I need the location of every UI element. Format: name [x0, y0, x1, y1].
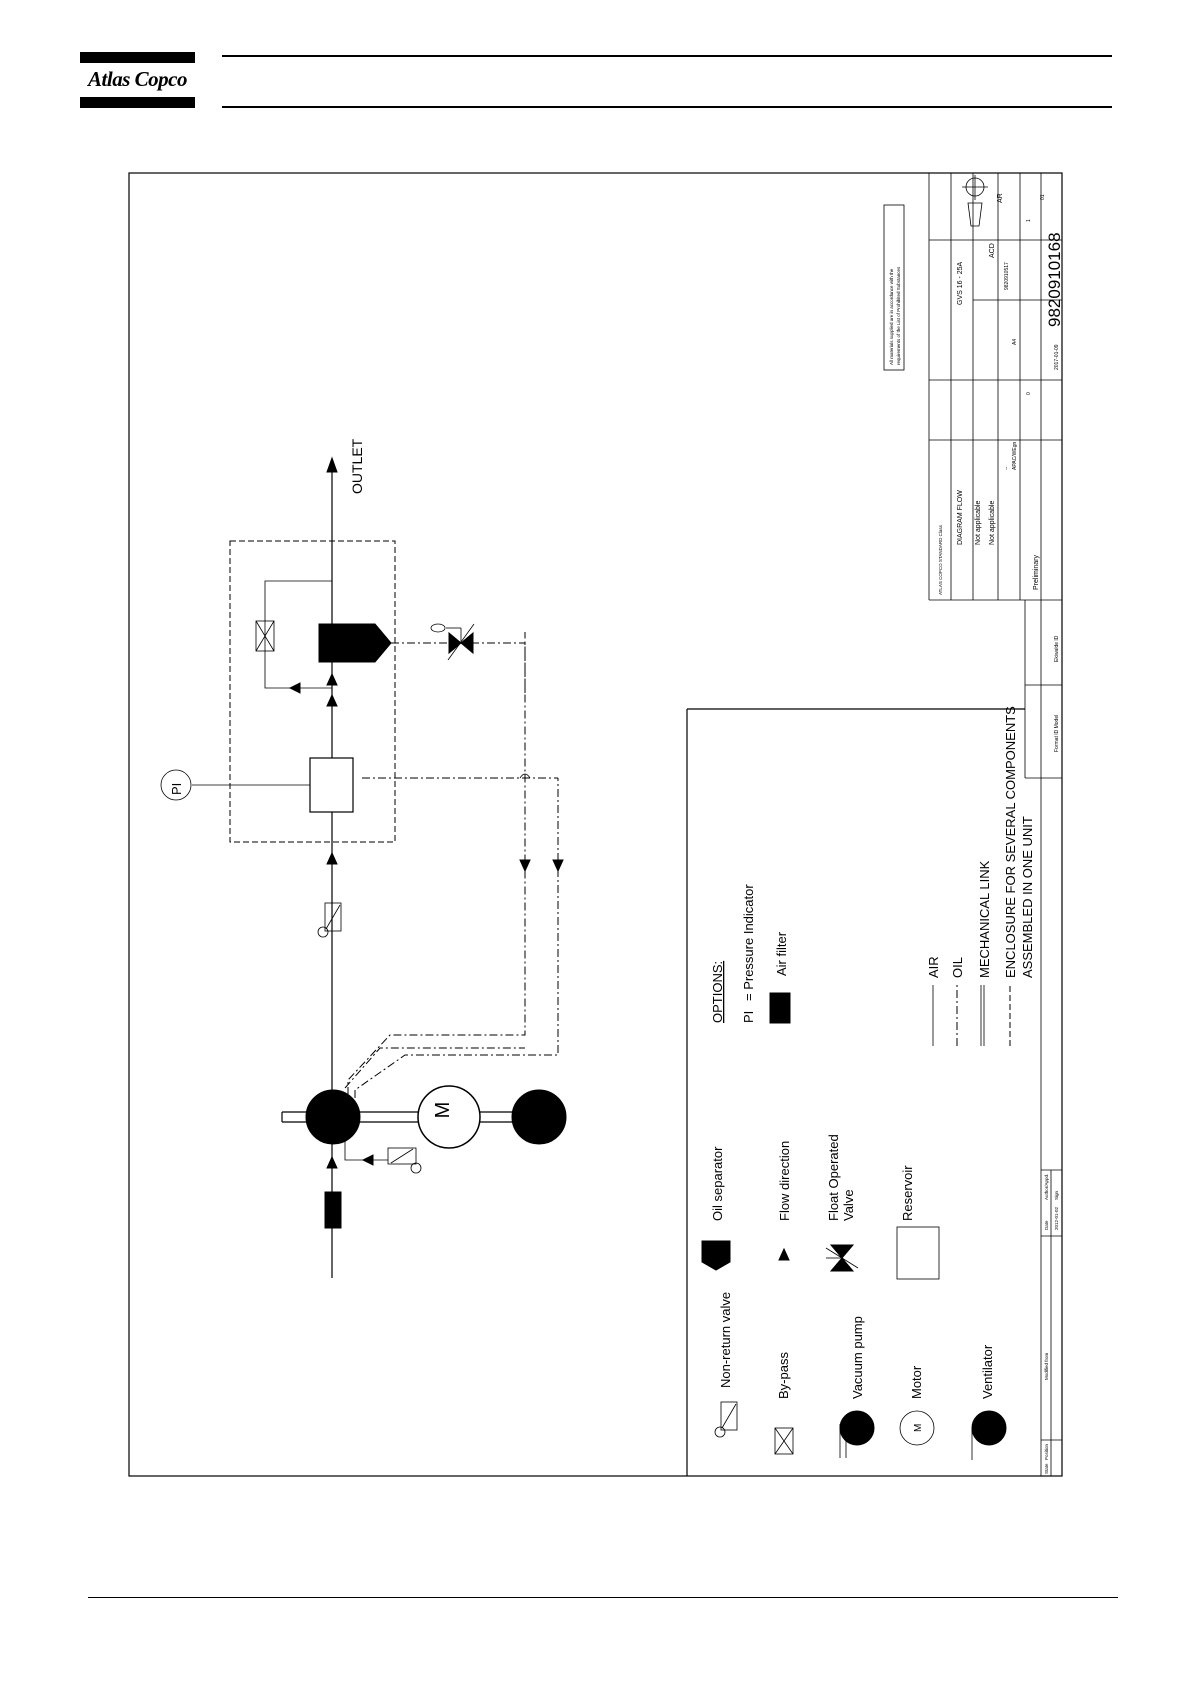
tb-status: Preliminary [1033, 554, 1040, 590]
tb-revision: 0 [1026, 392, 1032, 395]
flow-arrow-inlet [326, 1155, 338, 1169]
legend-motor: Motor [909, 1365, 924, 1399]
legend-air: AIR [926, 956, 941, 978]
tb-state-label: State [1044, 1463, 1049, 1474]
compliance-note-line2: requirements of the List of Prohibited S… [896, 266, 901, 365]
tb-owner: ATLAS COPCO STANDARD Class [938, 524, 943, 595]
header-rule-top [222, 55, 1112, 57]
non-return-valve-inlet [387, 1147, 417, 1165]
tb-position-label: Position [1044, 1443, 1049, 1460]
tb-company: ACD [989, 243, 996, 258]
logo-text: Atlas Copco [88, 67, 187, 91]
tb-sheet: 1 [1026, 219, 1032, 222]
oil-separator-symbol [318, 623, 392, 663]
tb-date: 2017-01-09 [1054, 344, 1060, 370]
tb-drawing-class: AR [997, 193, 1004, 203]
options-title: OPTIONS: [710, 961, 725, 1023]
legend-float-valve-line1: Float Operated [826, 1134, 841, 1221]
legend-reservoir: Reservoir [900, 1165, 915, 1221]
legend-non-return-valve: Non-return valve [718, 1292, 733, 1388]
non-return-valve-main [324, 902, 342, 932]
motor-symbol [417, 1085, 481, 1149]
footer-rule [88, 1597, 1118, 1598]
enclosure-box [229, 540, 396, 843]
compliance-note-line1: All materials supplied are in accordance… [889, 268, 894, 365]
tb-format: A4 [1012, 339, 1018, 345]
tb-sheets: 01 [1040, 194, 1046, 200]
tb-modified-from: Modified from [1044, 1352, 1049, 1380]
tb-drawn-by: APAC/WEgn [1012, 442, 1018, 470]
tb-first-used: Ekiwalde ID [1054, 635, 1060, 662]
legend-vacuum-pump: Vacuum pump [850, 1316, 865, 1399]
tb-material: Not applicable [975, 501, 982, 545]
header-rule-bottom [222, 106, 1112, 108]
atlas-copco-logo: Atlas Copco [80, 52, 195, 108]
options-pi-abbr: PI [741, 1011, 756, 1023]
tb-model: GVS 16 - 25A [957, 261, 964, 305]
tb-scale: -- [1004, 466, 1010, 470]
legend-flow-direction: Flow direction [777, 1141, 792, 1221]
tb-format-label: Format ID Model [1054, 715, 1060, 752]
tb-document-number: 9820910168 [1045, 232, 1064, 327]
options-air-filter: Air filter [774, 931, 789, 976]
tb-drawing-id: 9820910517 [1004, 262, 1010, 290]
legend-oil: OIL [950, 957, 965, 978]
options-pressure-indicator: = Pressure Indicator [741, 884, 756, 1001]
tb-date-label: Date [1044, 1220, 1049, 1230]
tb-name: DIAGRAM FLOW [957, 490, 964, 545]
motor-label: M [432, 1102, 454, 1119]
legend-enclosure-line2: ASSEMBLED IN ONE UNIT [1020, 816, 1035, 978]
tb-change-date: 2012-01-02 [1054, 1206, 1059, 1230]
pressure-indicator-symbol [160, 769, 192, 801]
bypass-symbol [255, 620, 275, 652]
reservoir-symbol [309, 757, 354, 813]
tb-sign-mark: Sign [1054, 1190, 1059, 1200]
legend-enclosure-line1: ENCLOSURE FOR SEVERAL COMPONENTS [1003, 706, 1018, 978]
flow-arrow-outlet [326, 456, 338, 473]
title-block [928, 173, 1062, 1476]
ventilator-symbol [511, 1089, 567, 1145]
outlet-label: OUTLET [349, 438, 365, 494]
air-filter-symbol [324, 1191, 342, 1229]
pi-label: PI [169, 783, 184, 795]
legend-by-pass: By-pass [776, 1352, 791, 1399]
legend-oil-separator: Oil separator [710, 1146, 725, 1221]
tb-sign-label: Author/Appd. [1044, 1174, 1049, 1200]
legend-ventilator: Ventilator [980, 1344, 995, 1399]
legend-float-valve-line2: Valve [841, 1189, 856, 1221]
legend-mechanical-link: MECHANICAL LINK [977, 860, 992, 978]
tb-treatment: Not applicable [989, 501, 996, 545]
vacuum-pump-symbol [305, 1089, 361, 1145]
float-valve-symbol [448, 631, 462, 655]
legend-motor-symbol-label: M [913, 1424, 924, 1432]
drawing-frame [128, 172, 1063, 1477]
